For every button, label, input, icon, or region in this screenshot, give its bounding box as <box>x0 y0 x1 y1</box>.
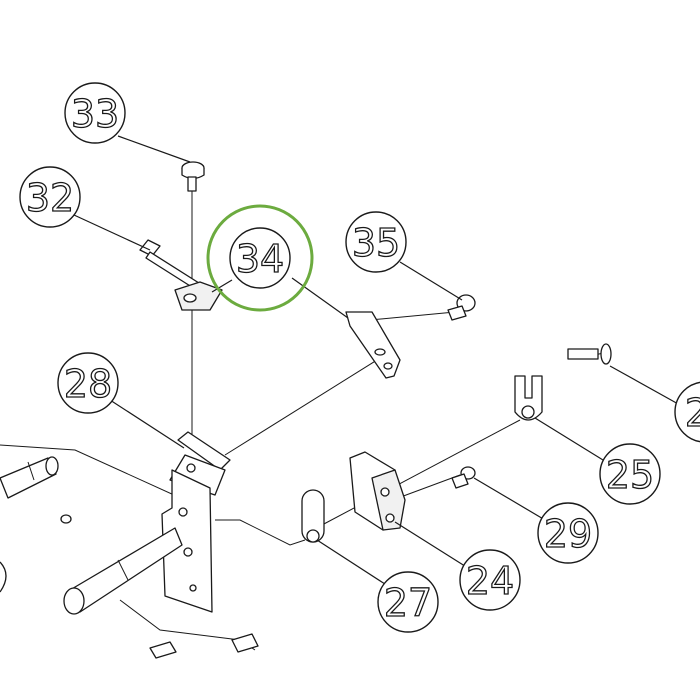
callout-partial-right-label: 2 <box>685 391 700 435</box>
callout-35-label: 35 <box>352 221 400 265</box>
part-27-link <box>301 489 325 543</box>
callout-34: 34 <box>206 204 314 312</box>
part-28-lever <box>161 431 231 613</box>
callout-29: 29 <box>537 502 599 564</box>
part-main-shaft <box>63 527 183 615</box>
callout-25-label: 25 <box>606 453 654 497</box>
callout-25: 25 <box>599 443 661 505</box>
part-35-screw <box>447 294 476 321</box>
callout-28: 28 <box>57 352 119 414</box>
part-lower-fragments <box>149 633 259 659</box>
callout-28-label: 28 <box>64 362 112 406</box>
callout-29-label: 29 <box>544 512 592 556</box>
callout-24: 24 <box>459 549 521 611</box>
part-pin-right <box>567 343 612 365</box>
part-32-bracket <box>139 239 223 311</box>
callout-34-highlight-ring <box>206 204 314 312</box>
part-33-screw <box>181 161 205 440</box>
callout-33: 33 <box>64 82 126 144</box>
part-24-bracket <box>349 451 406 531</box>
callout-33-label: 33 <box>71 92 119 136</box>
callout-35: 35 <box>345 211 407 273</box>
callout-32: 32 <box>19 166 81 228</box>
part-25-fork <box>514 375 543 421</box>
part-29-screw <box>451 466 476 489</box>
callout-24-label: 24 <box>466 559 514 603</box>
callout-32-label: 32 <box>26 176 74 220</box>
callout-34-label: 34 <box>236 237 284 281</box>
part-34-plate <box>345 311 401 379</box>
part-left-shaft <box>0 456 72 593</box>
callout-partial-right: 2 <box>674 381 700 443</box>
callout-27-label: 27 <box>384 581 432 625</box>
callout-27: 27 <box>377 571 439 633</box>
leader-lines <box>73 135 681 587</box>
